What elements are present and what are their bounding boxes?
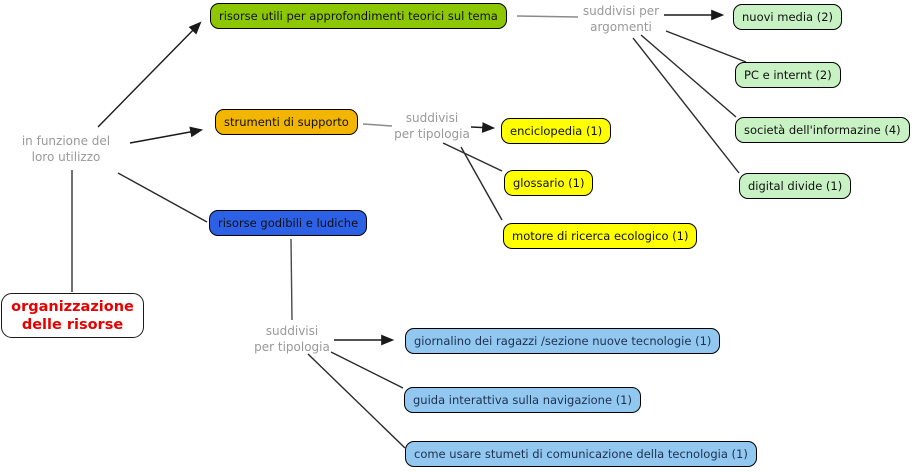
node-strumenti-di-supporto[interactable]: strumenti di supporto (215, 109, 358, 135)
node-glossario[interactable]: glossario (1) (504, 170, 594, 196)
link-label-suddivisi-argomenti[interactable]: suddivisi per argomenti (566, 3, 676, 35)
node-risorse-utili[interactable]: risorse utili per approfondimenti teoric… (210, 3, 507, 29)
link-label-line: suddivisi per (582, 4, 660, 18)
link-label-line: argomenti (590, 20, 652, 34)
link-label-line: suddivisi (265, 324, 319, 338)
node-digital-divide[interactable]: digital divide (1) (739, 173, 852, 199)
link-label-suddivisi-tipologia-supporto[interactable]: suddivisi per tipologia (377, 110, 487, 142)
connector-argomenti-to-digital-divide (632, 37, 740, 174)
node-nuovi-media[interactable]: nuovi media (2) (733, 4, 843, 30)
link-label-in-funzione[interactable]: in funzione del loro utilizzo (11, 133, 121, 165)
connector-utilizzo-to-risorse-godibili (117, 172, 208, 223)
link-label-line: loro utilizzo (31, 150, 101, 164)
connector-argomenti-to-pc-e-internet (665, 30, 747, 63)
node-organizzazione-root[interactable]: organizzazione delle risorse (1, 293, 144, 338)
link-label-line: suddivisi (405, 111, 459, 125)
connector-utilizzo-to-risorse-utili (97, 21, 202, 128)
connector-tipologia2-to-guida (330, 351, 404, 389)
link-label-line: in funzione del (21, 134, 111, 148)
node-guida-interattiva[interactable]: guida interattiva sulla navigazione (1) (404, 387, 641, 413)
node-motore-di-ricerca[interactable]: motore di ricerca ecologico (1) (503, 223, 698, 249)
connector-tipologia-to-motore (460, 146, 503, 221)
connector-tipologia-to-glossario (442, 142, 503, 172)
root-label-line1: organizzazione (11, 298, 134, 315)
node-risorse-godibili[interactable]: risorse godibili e ludiche (209, 210, 368, 236)
connector-godibili-to-tipologia2 (290, 238, 293, 321)
link-label-line: per tipologia (394, 127, 470, 141)
node-come-usare[interactable]: come usare stumeti di comunicazione dell… (405, 441, 757, 467)
node-enciclopedia[interactable]: enciclopedia (1) (501, 118, 612, 144)
node-pc-e-internet[interactable]: PC e internt (2) (735, 62, 841, 88)
connector-tipologia2-to-come-usare (307, 353, 406, 449)
root-label-line2: delle risorse (21, 316, 124, 333)
connector-argomenti-to-societa (640, 34, 737, 118)
connector-utilizzo-to-strumenti (129, 126, 204, 144)
node-societa-informazione[interactable]: società dell'informazine (4) (735, 117, 910, 143)
link-label-suddivisi-tipologia-ludiche[interactable]: suddivisi per tipologia (237, 323, 347, 355)
node-giornalino[interactable]: giornalino dei ragazzi /sezione nuove te… (405, 328, 721, 354)
link-label-line: per tipologia (254, 340, 330, 354)
